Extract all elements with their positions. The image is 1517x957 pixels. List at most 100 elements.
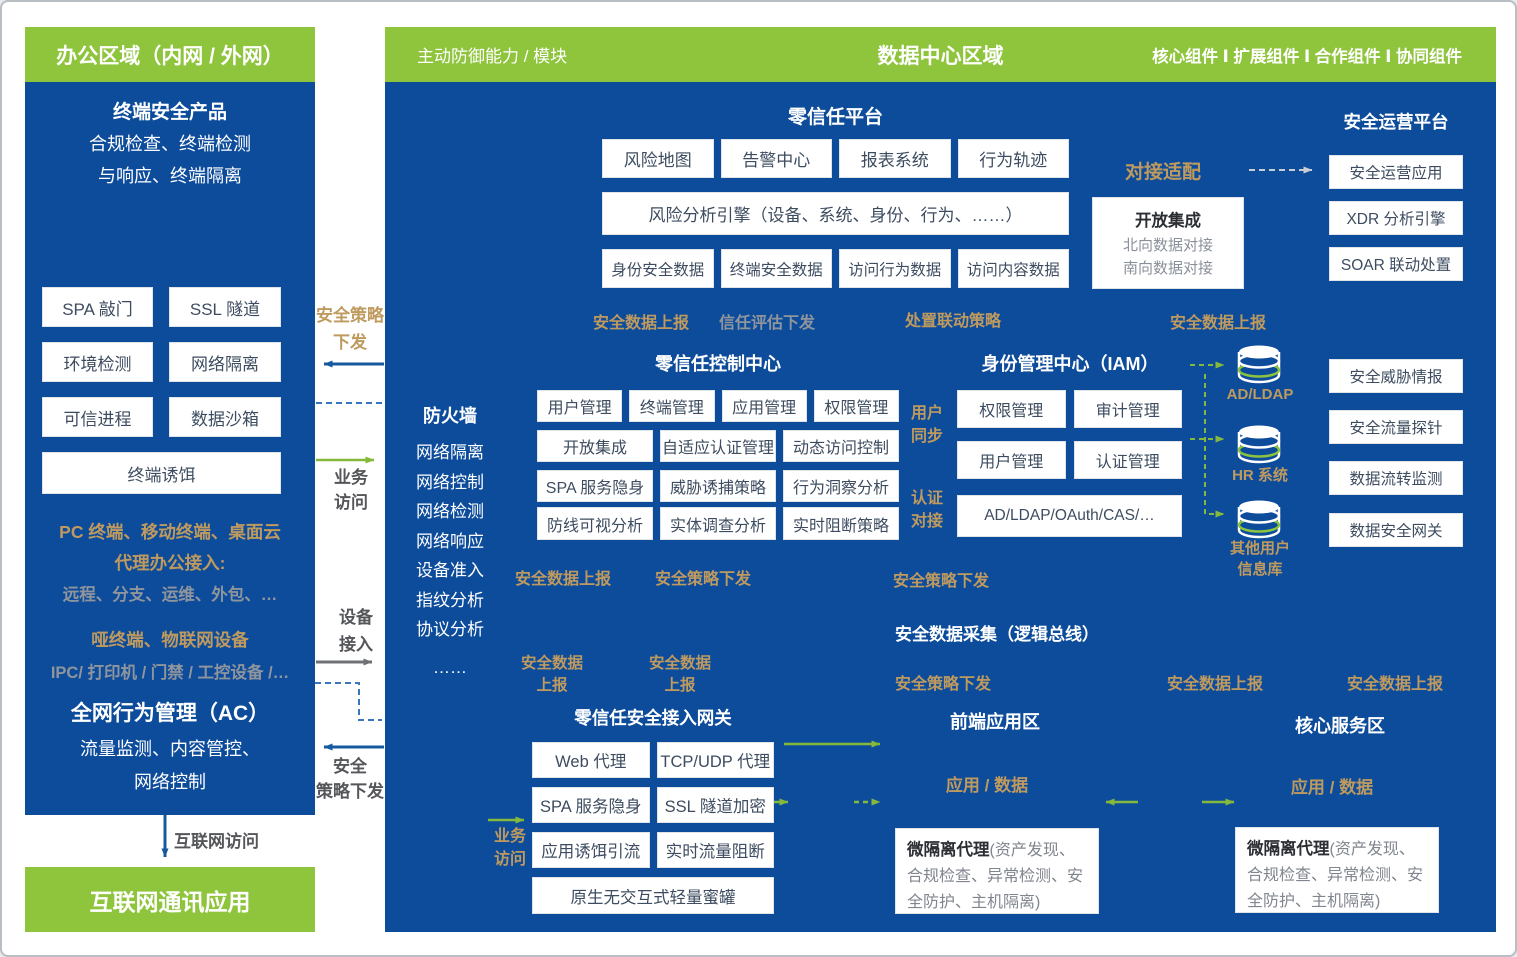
box-access-behavior-data: 访问行为数据 <box>839 249 951 288</box>
box-tcpudp-proxy: TCP/UDP 代理 <box>656 742 774 778</box>
microseg-front-detail: (资产发现、合规检查、异常检测、安全防护、主机隔离) <box>907 842 1084 911</box>
box-app-mgmt: 应用管理 <box>721 390 807 422</box>
box-cc-open-integration: 开放集成 <box>537 430 653 462</box>
box-spa-stealth: SPA 服务隐身 <box>537 470 653 502</box>
box-traffic-probe: 安全流量探针 <box>1329 410 1463 444</box>
app-data-label-front: 应用 / 数据 <box>945 776 1029 795</box>
header-center-title: 数据中心区域 <box>877 44 1004 68</box>
endpoint-security-line1: 合规检查、终端检测 <box>89 134 251 154</box>
gateway-title: 零信任安全接入网关 <box>574 708 732 728</box>
gateway-row3: 应用诱饵引流 实时流量阻断 <box>532 832 774 868</box>
zt-platform-row1: 风险地图 告警中心 报表系统 行为轨迹 <box>602 139 1069 178</box>
microseg-front-title: 微隔离代理 <box>907 841 990 859</box>
box-decoy-divert: 应用诱饵引流 <box>532 832 650 868</box>
box-xdr-engine: XDR 分析引擎 <box>1329 201 1463 235</box>
database-icon-other <box>1237 500 1281 539</box>
box-threat-intel: 安全威胁情报 <box>1329 359 1463 393</box>
internet-app-box: 互联网通讯应用 <box>25 867 315 932</box>
box-behavior-track: 行为轨迹 <box>957 139 1069 178</box>
zt-platform-row3: 身份安全数据 终端安全数据 访问行为数据 访问内容数据 <box>602 249 1069 288</box>
flow-data-report-mid: 安全数据上报 <box>515 571 612 588</box>
database-icon-hr <box>1237 425 1281 464</box>
header-left-label: 主动防御能力 / 模块 <box>417 47 568 66</box>
firewall-item: 协议分析 <box>416 620 484 639</box>
flow-policy-issue-mid: 安全策略下发 <box>655 571 752 588</box>
flow-data-report-2l-a: 安全数据 上报 <box>520 655 583 694</box>
cc-row2: 开放集成 自适应认证管理 动态访问控制 <box>537 430 899 462</box>
box-net-isolation: 网络隔离 <box>169 342 281 382</box>
box-dataflow-monitor: 数据流转监测 <box>1329 461 1463 495</box>
iam-title: 身份管理中心（IAM） <box>981 354 1159 374</box>
box-spa-knock: SPA 敲门 <box>42 287 153 327</box>
box-data-gateway: 数据安全网关 <box>1329 513 1463 547</box>
firewall-ellipsis: …… <box>433 657 467 677</box>
data-bus-title: 安全数据采集（逻辑总线） <box>895 625 1099 644</box>
flow-data-report-right: 安全数据上报 <box>1170 315 1267 332</box>
firewall-section: 防火墙 网络隔离 网络控制 网络检测 网络响应 设备准入 指纹分析 协议分析 …… <box>395 402 505 682</box>
firewall-item: 网络检测 <box>416 502 484 521</box>
box-realtime-block: 实时阻断策略 <box>783 507 899 540</box>
other-userstore-label: 其他用户 信息库 <box>1229 540 1290 578</box>
northbound-label: 北向数据对接 <box>1122 237 1213 254</box>
box-iam-audit: 审计管理 <box>1073 390 1182 428</box>
box-endpoint-decoy: 终端诱饵 <box>42 452 281 494</box>
box-open-integration: 开放集成 北向数据对接 南向数据对接 <box>1092 197 1244 289</box>
box-iam-protocols: AD/LDAP/OAuth/CAS/… <box>957 495 1182 537</box>
firewall-item: 网络响应 <box>416 531 484 551</box>
ac-line1: 流量监测、内容管控、 <box>80 739 260 759</box>
box-microseg-front: 微隔离代理(资产发现、合规检查、异常检测、安全防护、主机隔离) <box>895 828 1099 914</box>
box-dynamic-access: 动态访问控制 <box>783 430 899 462</box>
firewall-item: 网络控制 <box>416 472 484 492</box>
user-sync-label: 用户 同步 <box>910 405 943 445</box>
box-soar: SOAR 联动处置 <box>1329 247 1463 281</box>
box-alert-center: 告警中心 <box>720 139 832 178</box>
gap-device-access-label: 设备 接入 <box>339 608 373 654</box>
box-threat-trap: 威胁诱捕策略 <box>660 470 776 502</box>
endpoint-security-title: 终端安全产品 <box>112 102 227 123</box>
southbound-label: 南向数据对接 <box>1122 260 1213 277</box>
box-data-sandbox: 数据沙箱 <box>169 397 281 437</box>
gateway-row2: SPA 服务隐身 SSL 隧道加密 <box>532 787 774 823</box>
box-risk-map: 风险地图 <box>602 139 714 178</box>
box-defense-visual: 防线可视分析 <box>537 507 653 540</box>
box-adaptive-auth: 自适应认证管理 <box>660 430 776 462</box>
ac-title: 全网行为管理（AC） <box>70 702 270 725</box>
auth-connect-label: 认证 对接 <box>910 490 943 530</box>
adapter-title: 对接适配 <box>1125 162 1202 183</box>
box-entity-investigate: 实体调查分析 <box>660 507 776 540</box>
box-gw-spa-stealth: SPA 服务隐身 <box>532 787 650 823</box>
box-access-content-data: 访问内容数据 <box>957 249 1069 288</box>
flow-data-report-2l-b: 安全数据 上报 <box>648 655 711 694</box>
datacenter-panel: 主动防御能力 / 模块 数据中心区域 核心组件 Ⅰ 扩展组件 Ⅰ 合作组件 Ⅰ … <box>385 27 1496 932</box>
box-iam-user: 用户管理 <box>957 441 1066 479</box>
cc-row3: SPA 服务隐身 威胁诱捕策略 行为洞察分析 <box>537 470 899 502</box>
pc-access-line1: PC 终端、移动终端、桌面云 <box>59 522 281 542</box>
flow-dispose-policy: 处置联动策略 <box>905 313 1002 330</box>
microseg-core-detail: (资产发现、合规检查、异常检测、安全防护、主机隔离) <box>1247 841 1424 910</box>
ac-line2: 网络控制 <box>134 772 206 792</box>
soc-title: 安全运营平台 <box>1343 112 1449 132</box>
box-traffic-block: 实时流量阻断 <box>656 832 774 868</box>
box-iam-auth: 认证管理 <box>1073 441 1182 479</box>
box-behavior-insight: 行为洞察分析 <box>783 470 899 502</box>
hr-system-label: HR 系统 <box>1232 467 1288 484</box>
endpoint-security-line2: 与响应、终端隔离 <box>98 166 242 186</box>
flow-data-report-front: 安全数据上报 <box>1167 676 1264 693</box>
database-icon-adldap <box>1237 345 1281 384</box>
iot-line2: IPC/ 打印机 / 门禁 / 工控设备 /… <box>50 664 290 682</box>
iam-row1: 权限管理 审计管理 <box>957 390 1182 428</box>
box-endpoint-mgmt: 终端管理 <box>629 390 715 422</box>
flow-data-report-top: 安全数据上报 <box>593 315 690 332</box>
box-identity-data: 身份安全数据 <box>602 249 714 288</box>
header-right-label: 核心组件 Ⅰ 扩展组件 Ⅰ 合作组件 Ⅰ 协同组件 <box>1152 47 1462 66</box>
box-env-check: 环境检测 <box>42 342 153 382</box>
pc-access-line2: 代理办公接入: <box>114 553 226 573</box>
box-soc-app: 安全运营应用 <box>1329 155 1463 189</box>
box-user-mgmt: 用户管理 <box>537 390 623 422</box>
gap-business-access-label: 业务 访问 <box>334 468 368 512</box>
control-center-title: 零信任控制中心 <box>655 354 781 374</box>
zt-platform-title: 零信任平台 <box>787 107 883 128</box>
firewall-item: 网络隔离 <box>416 443 484 462</box>
box-honeypot: 原生无交互式轻量蜜罐 <box>532 877 774 914</box>
